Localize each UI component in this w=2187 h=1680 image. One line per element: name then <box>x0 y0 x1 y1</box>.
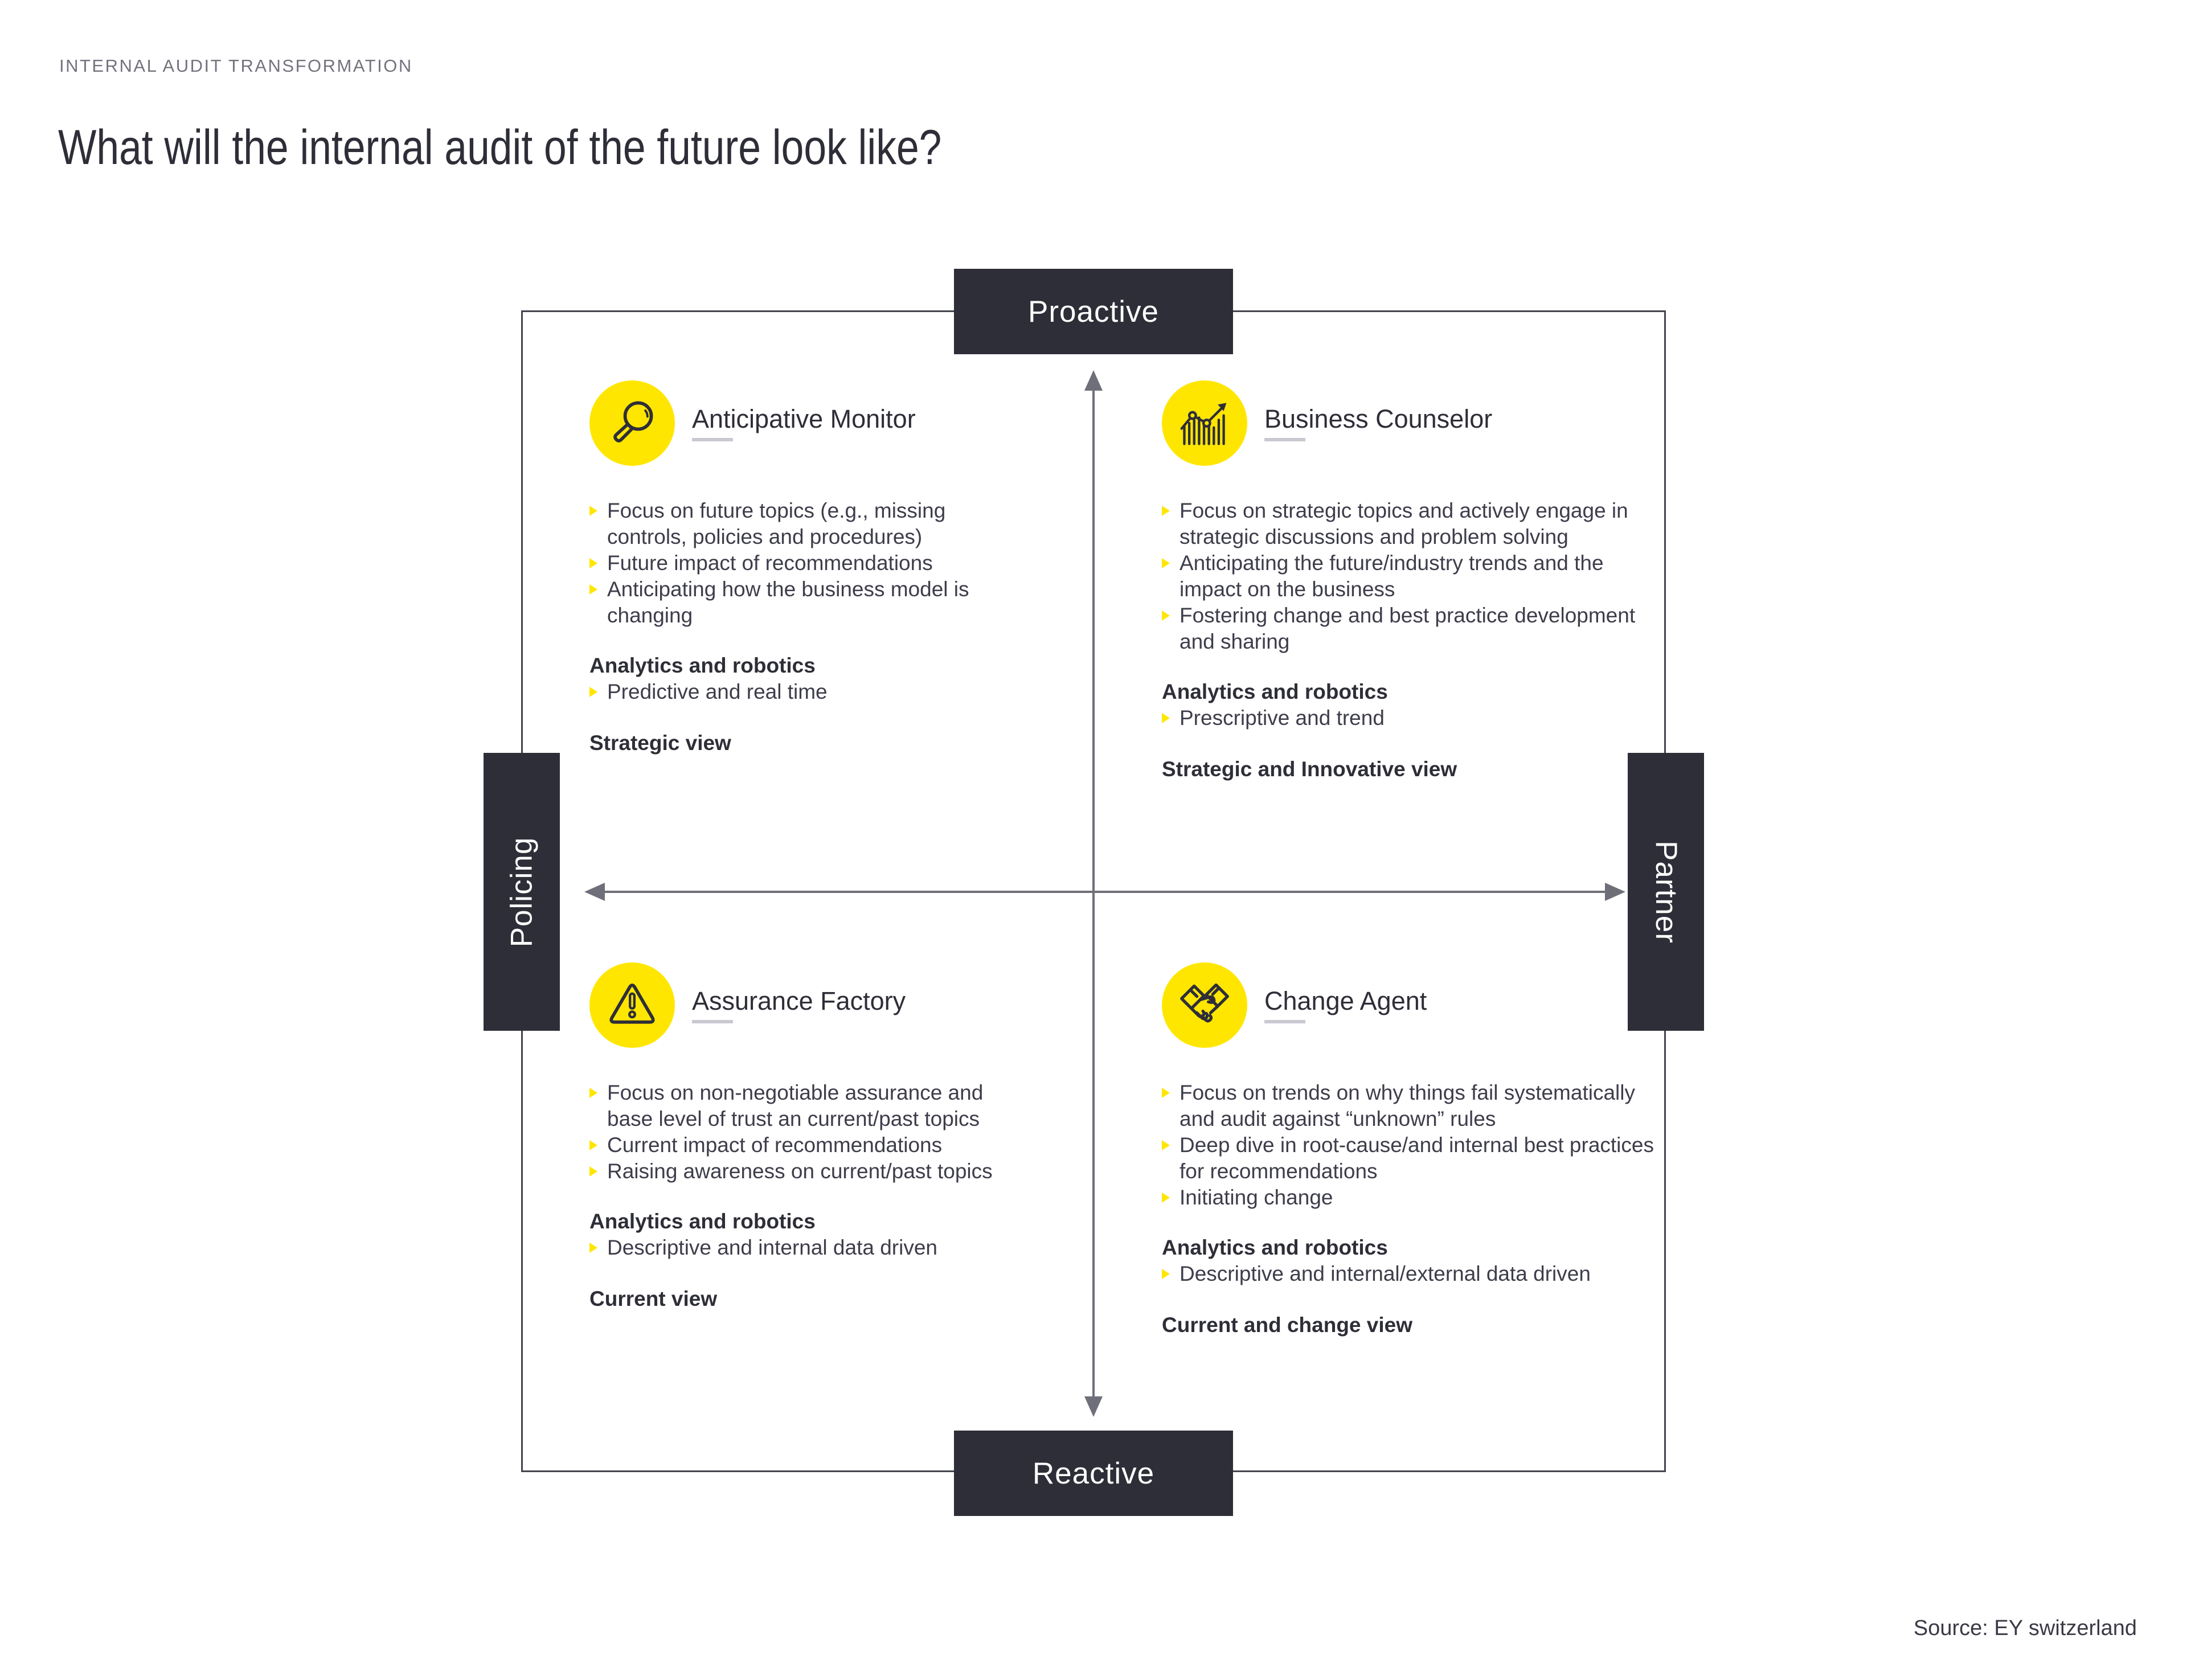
bullet-item: Focus on trends on why things fail syste… <box>1162 1080 1663 1132</box>
quadrant-business-counselor: Business Counselor Focus on strategic to… <box>1162 380 1663 782</box>
bullet-item: Focus on non-negotiable assurance and ba… <box>589 1080 1002 1132</box>
quadrant-header: Anticipative Monitor <box>589 380 997 466</box>
analytics-bullet-list: Prescriptive and trend <box>1162 705 1663 731</box>
quadrant-header: Business Counselor <box>1162 380 1663 466</box>
bullet-list: Focus on future topics (e.g., missing co… <box>589 498 997 629</box>
axis-label-text: Partner <box>1649 840 1683 944</box>
quadrant-title: Anticipative Monitor <box>692 404 916 433</box>
quadrant-assurance-factory: Assurance Factory Focus on non-negotiabl… <box>589 962 1002 1312</box>
bullet-item: Raising awareness on current/past topics <box>589 1158 1002 1185</box>
axis-label-proactive: Proactive <box>954 269 1233 354</box>
axis-label-text: Reactive <box>1032 1456 1155 1490</box>
analytics-bullet-list: Descriptive and internal/external data d… <box>1162 1261 1663 1287</box>
bullet-list: Focus on strategic topics and actively e… <box>1162 498 1663 655</box>
bullet-item: Fostering change and best practice devel… <box>1162 603 1663 655</box>
bullet-item: Focus on strategic topics and actively e… <box>1162 498 1663 550</box>
axis-label-text: Policing <box>505 837 539 947</box>
axis-label-reactive: Reactive <box>954 1431 1233 1516</box>
magnifier-icon <box>589 380 675 466</box>
quadrant-header: Assurance Factory <box>589 962 1002 1048</box>
bullet-item: Predictive and real time <box>589 679 997 705</box>
view-label: Strategic view <box>589 731 731 755</box>
title-accent <box>1264 438 1305 442</box>
bullet-item: Future impact of recommendations <box>589 550 997 576</box>
bullet-item: Prescriptive and trend <box>1162 705 1663 731</box>
bar-chart-icon <box>1162 380 1247 466</box>
title-accent <box>692 438 733 442</box>
kicker: INTERNAL AUDIT TRANSFORMATION <box>59 56 413 76</box>
quadrant-change-agent: Change Agent Focus on trends on why thin… <box>1162 962 1663 1338</box>
quadrant-title: Change Agent <box>1264 986 1427 1015</box>
axis-label-text: Proactive <box>1028 294 1159 329</box>
page-title: What will the internal audit of the futu… <box>58 120 942 175</box>
bullet-list: Focus on non-negotiable assurance and ba… <box>589 1080 1002 1185</box>
analytics-heading: Analytics and robotics <box>589 654 816 677</box>
bullet-item: Focus on future topics (e.g., missing co… <box>589 498 997 550</box>
axis-label-policing: Policing <box>484 753 560 1031</box>
source-attribution: Source: EY switzerland <box>1913 1616 2137 1640</box>
handshake-icon <box>1162 962 1247 1048</box>
quadrant-title: Assurance Factory <box>692 986 906 1015</box>
quadrant-header: Change Agent <box>1162 962 1663 1048</box>
analytics-heading: Analytics and robotics <box>589 1210 816 1233</box>
bullet-item: Initiating change <box>1162 1185 1663 1211</box>
analytics-heading: Analytics and robotics <box>1162 680 1388 703</box>
bullet-item: Descriptive and internal/external data d… <box>1162 1261 1663 1287</box>
bullet-item: Anticipating how the business model is c… <box>589 576 997 629</box>
quadrant-title: Business Counselor <box>1264 404 1493 433</box>
view-label: Current view <box>589 1287 718 1310</box>
analytics-bullet-list: Predictive and real time <box>589 679 997 705</box>
warning-triangle-icon <box>589 962 675 1048</box>
title-accent <box>692 1020 733 1024</box>
view-label: Current and change view <box>1162 1313 1412 1337</box>
title-accent <box>1264 1020 1305 1024</box>
bullet-item: Current impact of recommendations <box>589 1132 1002 1158</box>
axis-label-partner: Partner <box>1628 753 1704 1031</box>
quadrant-anticipative-monitor: Anticipative Monitor Focus on future top… <box>589 380 997 756</box>
view-label: Strategic and Innovative view <box>1162 757 1457 781</box>
analytics-heading: Analytics and robotics <box>1162 1236 1388 1259</box>
bullet-list: Focus on trends on why things fail syste… <box>1162 1080 1663 1211</box>
bullet-item: Anticipating the future/industry trends … <box>1162 550 1663 603</box>
bullet-item: Descriptive and internal data driven <box>589 1235 1002 1261</box>
analytics-bullet-list: Descriptive and internal data driven <box>589 1235 1002 1261</box>
bullet-item: Deep dive in root-cause/and internal bes… <box>1162 1132 1663 1185</box>
